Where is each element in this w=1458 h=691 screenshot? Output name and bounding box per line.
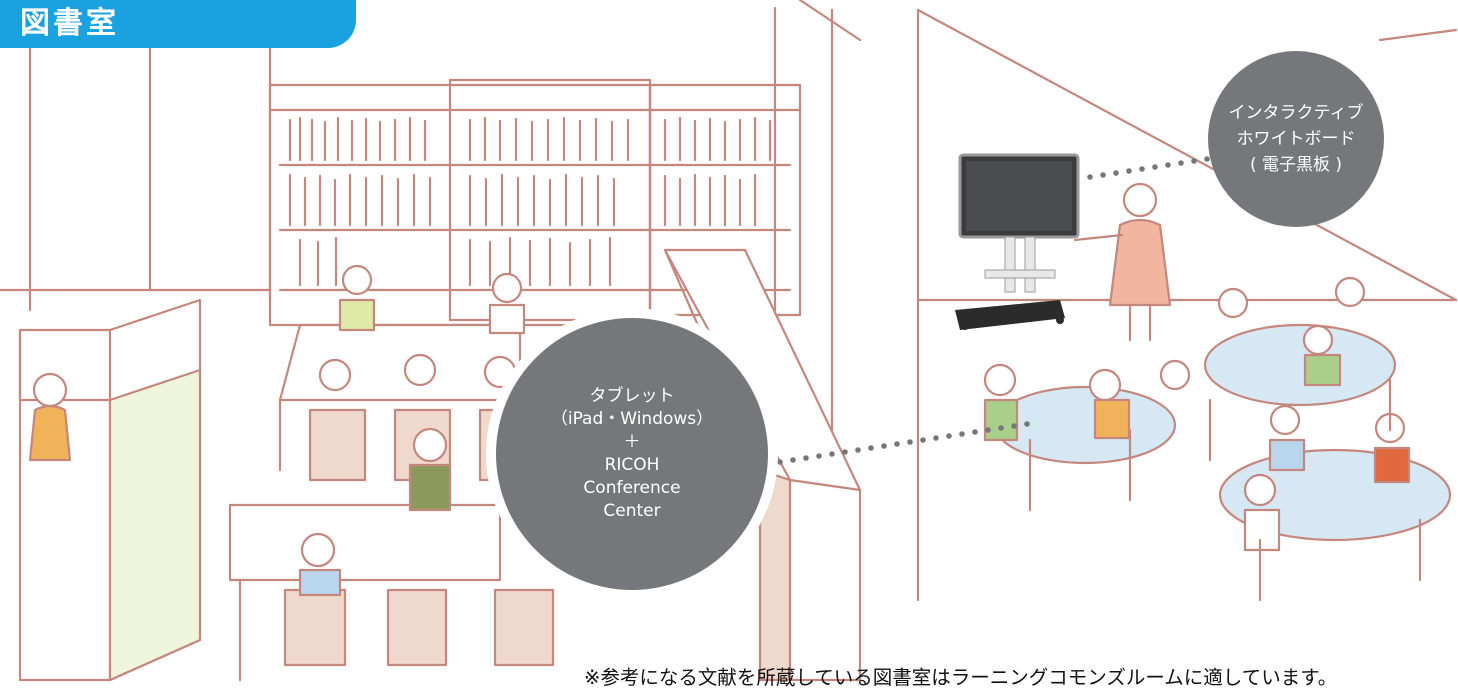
room-walls (0, 0, 1458, 602)
callout-line: Conference (583, 478, 681, 498)
callout-line: RICOH (604, 455, 660, 475)
callout-line: ( 電子黒板 ) (1249, 155, 1343, 175)
bookshelves (268, 78, 802, 327)
callout-line: ホワイトボード (1236, 129, 1356, 149)
callout-line: タブレット (589, 386, 675, 406)
callout-line: インタラクティブ (1228, 103, 1364, 123)
callout-line: ＋ (623, 432, 641, 452)
tablet-callout: タブレット （iPad・Windows） ＋ RICOH Conference … (496, 318, 768, 590)
reception-counter (18, 298, 202, 682)
teacher (1073, 182, 1172, 342)
whiteboard-device (955, 153, 1080, 330)
section-label: 図書室 (0, 0, 356, 48)
whiteboard-callout: インタラクティブ ホワイトボード ( 電子黒板 ) (1208, 51, 1384, 227)
connector-dots (777, 156, 1210, 465)
callout-line: （iPad・Windows） (550, 409, 714, 429)
callout-line: Center (603, 501, 661, 521)
footnote: ※参考になる文献を所蔵している図書室はラーニングコモンズルームに適しています。 (584, 666, 1338, 689)
round-tables (983, 276, 1452, 602)
